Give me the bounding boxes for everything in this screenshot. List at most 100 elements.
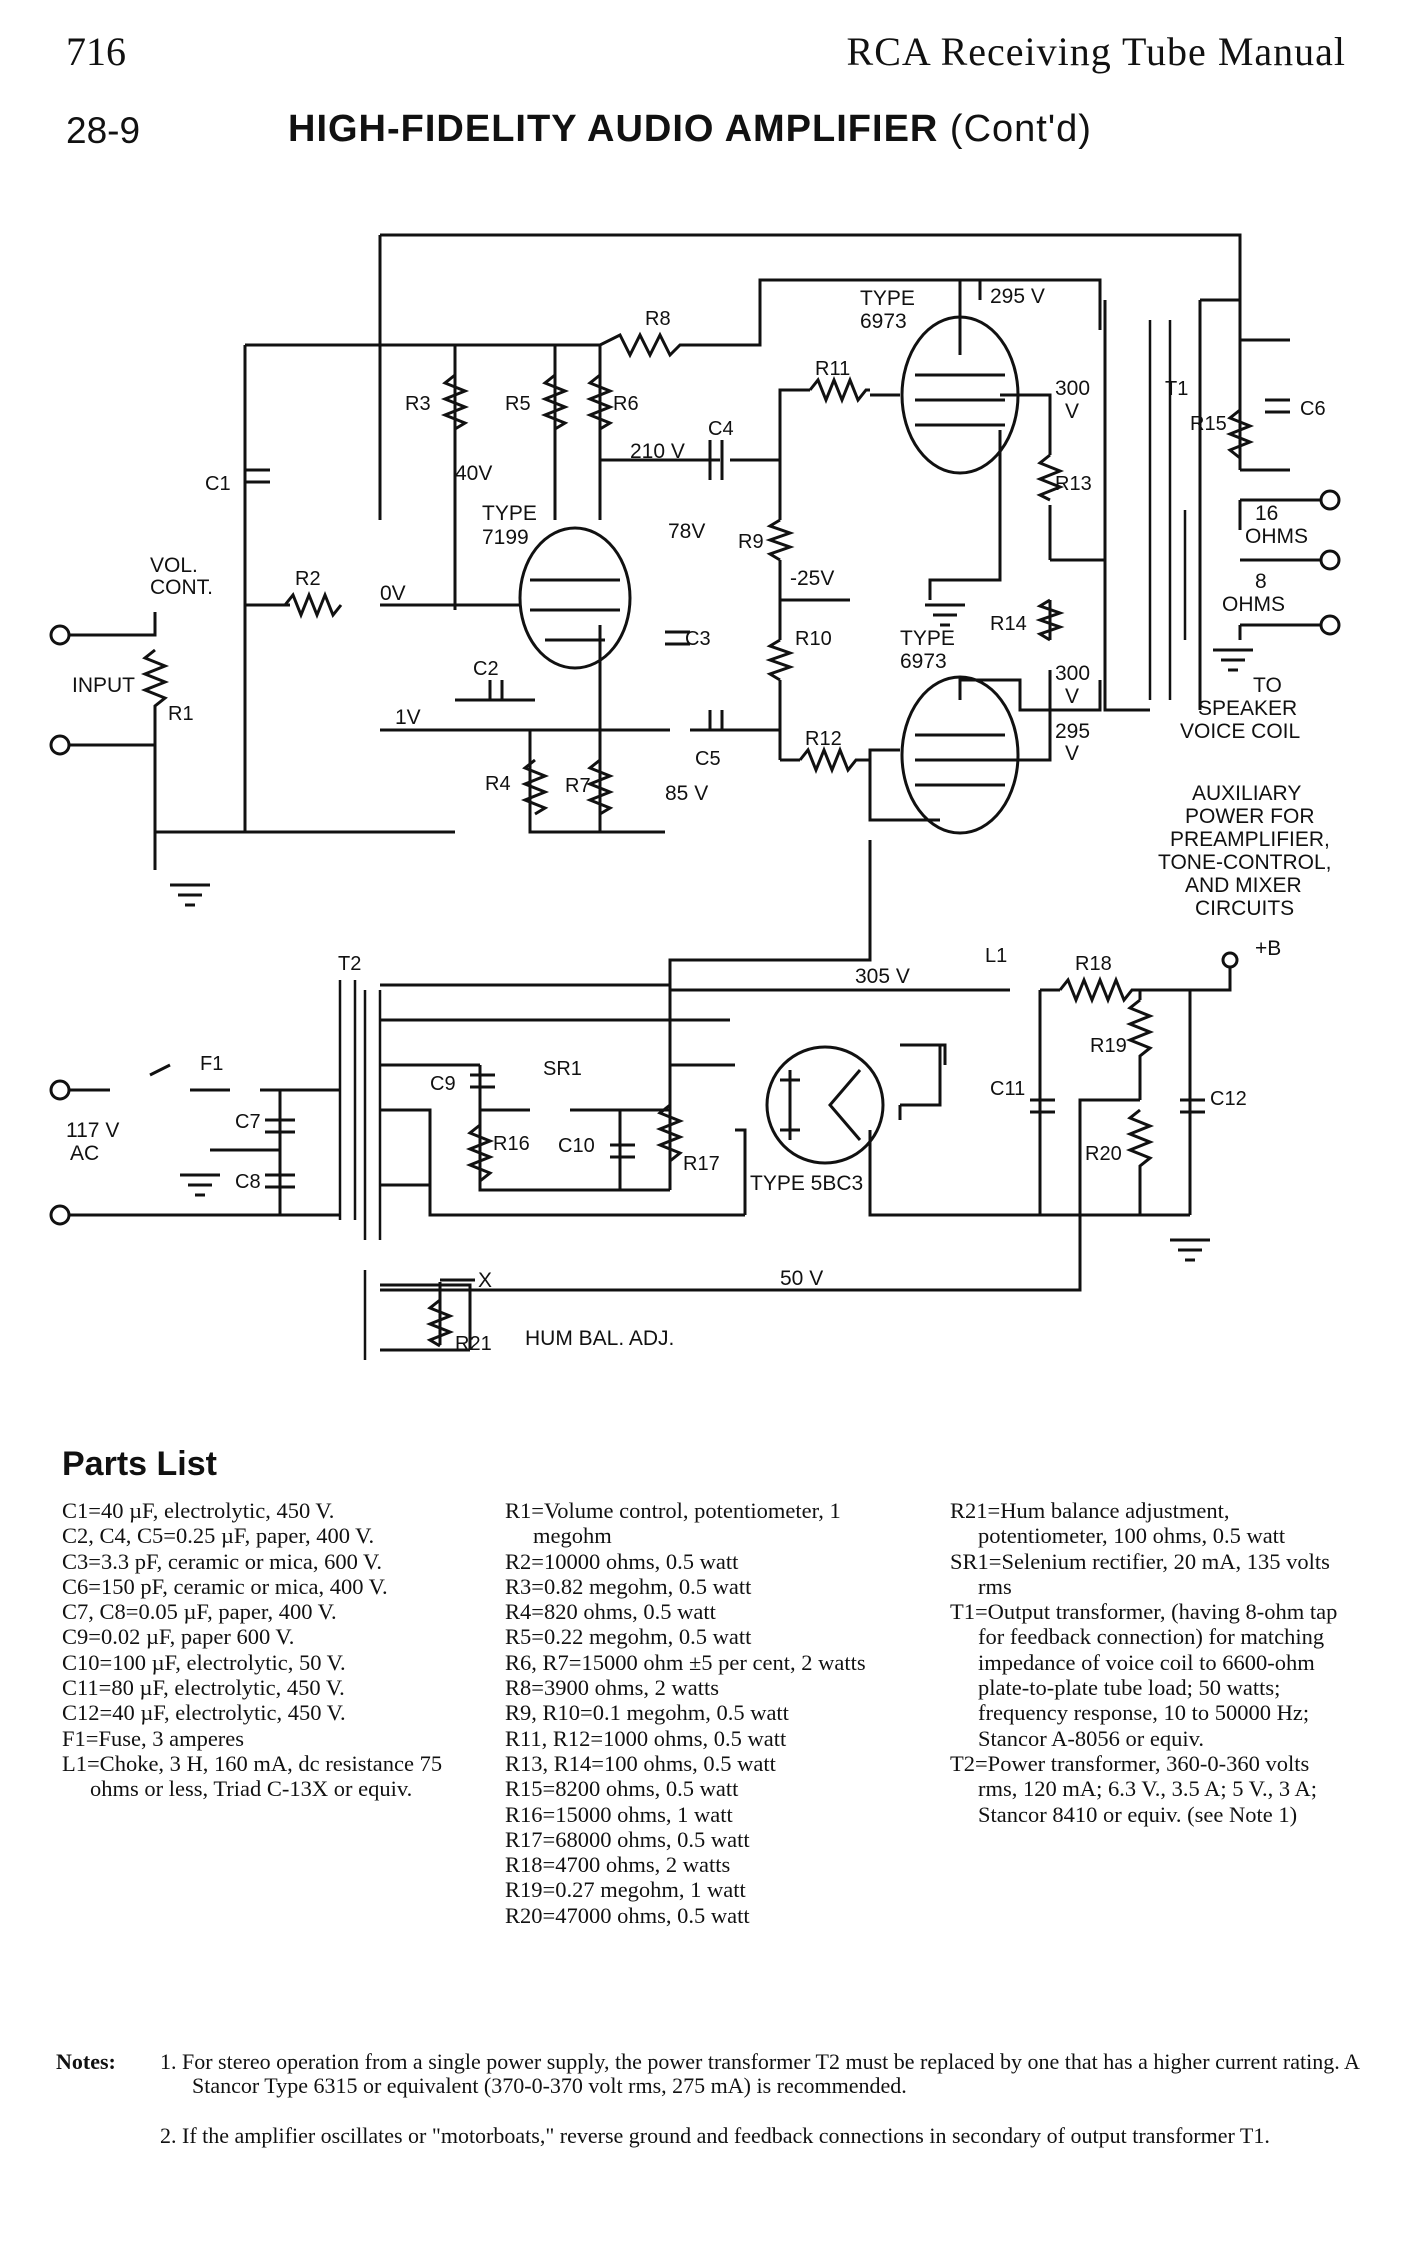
vol-cont-label-2: CONT. [150,576,213,599]
label-c9: C9 [430,1073,456,1095]
label-r6: R6 [613,393,639,415]
voltage-78: 78V [668,520,705,543]
label-c1: C1 [205,473,231,495]
schematic-designators: R1 R2 R3 R4 R5 R6 R7 R8 R9 R10 R11 R12 R… [168,308,1326,1355]
label-r20: R20 [1085,1143,1122,1165]
voltage-300-a: 300 [1055,377,1090,400]
schematic-transformers [338,320,1187,1360]
to-speaker-3: VOICE COIL [1180,720,1300,743]
label-sr1: SR1 [543,1058,582,1080]
part-entry: R5=0.22 megohm, 0.5 watt [505,1624,752,1650]
part-entry: SR1=Selenium rectifier, 20 mA, 135 volts… [950,1548,1330,1599]
note-item: 1. For stereo operation from a single po… [160,2049,1359,2098]
part-entry: R8=3900 ohms, 2 watts [505,1675,719,1701]
label-c7: C7 [235,1111,261,1133]
section-title: HIGH-FIDELITY AUDIO AMPLIFIER (Cont'd) [288,108,1092,151]
section-number: 28-9 [66,110,141,151]
part-entry: T1=Output transformer, (having 8-ohm tap… [950,1599,1338,1751]
label-l1: L1 [985,945,1007,967]
label-f1: F1 [200,1053,223,1075]
voltage-50: 50 V [780,1267,823,1290]
part-entry: C12=40 µF, electrolytic, 450 V. [62,1700,346,1726]
parts-column-capacitors: C1=40 µF, electrolytic, 450 V. C2, C4, C… [62,1498,472,1802]
page-header: 716 RCA Receiving Tube Manual [66,28,1346,88]
label-c4: C4 [708,418,734,440]
part-entry: C10=100 µF, electrolytic, 50 V. [62,1649,346,1675]
part-entry: C11=80 µF, electrolytic, 450 V. [62,1675,345,1701]
vol-cont-label: VOL. [150,554,198,577]
label-r3: R3 [405,393,431,415]
label-r16: R16 [493,1133,530,1155]
part-entry: R20=47000 ohms, 0.5 watt [505,1902,750,1928]
page-number: 716 [66,29,126,74]
type-6973-lower-label: TYPE [900,627,955,650]
schematic-capacitors [245,398,1290,1189]
part-entry: R13, R14=100 ohms, 0.5 watt [505,1750,776,1776]
manual-title: RCA Receiving Tube Manual [846,29,1346,74]
section-title-suffix: (Cont'd) [949,108,1092,150]
part-entry: R6, R7=15000 ohm ±5 per cent, 2 watts [505,1649,866,1675]
parts-list-heading: Parts List [62,1445,217,1483]
voltage-40: 40V [455,462,492,485]
auxiliary-5: AND MIXER [1185,874,1302,897]
auxiliary-2: POWER FOR [1185,805,1315,828]
type-7199-label: TYPE [482,502,537,525]
voltage-300-b: 300 [1055,662,1090,685]
to-speaker-1: TO [1253,674,1282,697]
notes-label: Notes: [56,2049,116,2074]
label-r19: R19 [1090,1035,1127,1057]
part-entry: R17=68000 ohms, 0.5 watt [505,1826,750,1852]
label-r9: R9 [738,531,764,553]
part-entry: R19=0.27 megohm, 1 watt [505,1877,746,1903]
part-entry: R21=Hum balance adjustment, potentiomete… [950,1498,1286,1549]
to-speaker-2: SPEAKER [1198,697,1297,720]
label-r12: R12 [805,728,842,750]
auxiliary-3: PREAMPLIFIER, [1170,828,1330,851]
label-r7: R7 [565,775,591,797]
label-c2: C2 [473,658,499,680]
ohms-16-unit: OHMS [1245,525,1308,548]
label-r14: R14 [990,613,1027,635]
part-entry: R11, R12=1000 ohms, 0.5 watt [505,1725,787,1751]
voltage-300-a-unit: V [1065,400,1079,423]
type-6973-lower-label-2: 6973 [900,650,947,673]
label-r5: R5 [505,393,531,415]
voltage-305: 305 V [855,965,910,988]
label-c10: C10 [558,1135,595,1157]
part-entry: R2=10000 ohms, 0.5 watt [505,1548,739,1574]
ohms-8-label: 8 [1255,570,1267,593]
part-entry: F1=Fuse, 3 amperes [62,1725,245,1751]
x-out-label: X [478,1269,492,1292]
label-r8: R8 [645,308,671,330]
part-entry: C2, C4, C5=0.25 µF, paper, 400 V. [62,1523,375,1549]
part-entry: R18=4700 ohms, 2 watts [505,1852,731,1878]
type-6973-upper-label-2: 6973 [860,310,907,333]
label-c11: C11 [990,1078,1025,1100]
note-item: 2. If the amplifier oscillates or "motor… [160,2123,1270,2148]
hum-bal-label: HUM BAL. ADJ. [525,1327,674,1350]
label-c6: C6 [1300,398,1326,420]
schematic-grounds [170,603,1253,1262]
part-entry: C1=40 µF, electrolytic, 450 V. [62,1498,335,1523]
part-entry: T2=Power transformer, 360-0-360 volts rm… [950,1750,1318,1827]
label-r13: R13 [1055,473,1092,495]
part-entry: C6=150 pF, ceramic or mica, 400 V. [62,1573,388,1599]
type-5bc3-label: TYPE 5BC3 [750,1172,863,1195]
voltage-85: 85 V [665,782,708,805]
label-r4: R4 [485,773,511,795]
part-entry: C9=0.02 µF, paper 600 V. [62,1624,295,1650]
ohms-8-unit: OHMS [1222,593,1285,616]
voltage-295-b: 295 [1055,720,1090,743]
ohms-16-label: 16 [1255,502,1278,525]
part-entry: R16=15000 ohms, 1 watt [505,1801,733,1827]
label-c3: C3 [685,628,711,650]
label-c12: C12 [1210,1088,1247,1110]
part-entry: C7, C8=0.05 µF, paper, 400 V. [62,1599,337,1625]
auxiliary-6: CIRCUITS [1195,897,1294,920]
schematic-terminals [49,489,1341,1226]
label-c5: C5 [695,748,721,770]
label-t1: T1 [1165,378,1188,400]
label-c8: C8 [235,1171,261,1193]
voltage-210: 210 V [630,440,685,463]
voltage-0: 0V [380,582,406,605]
